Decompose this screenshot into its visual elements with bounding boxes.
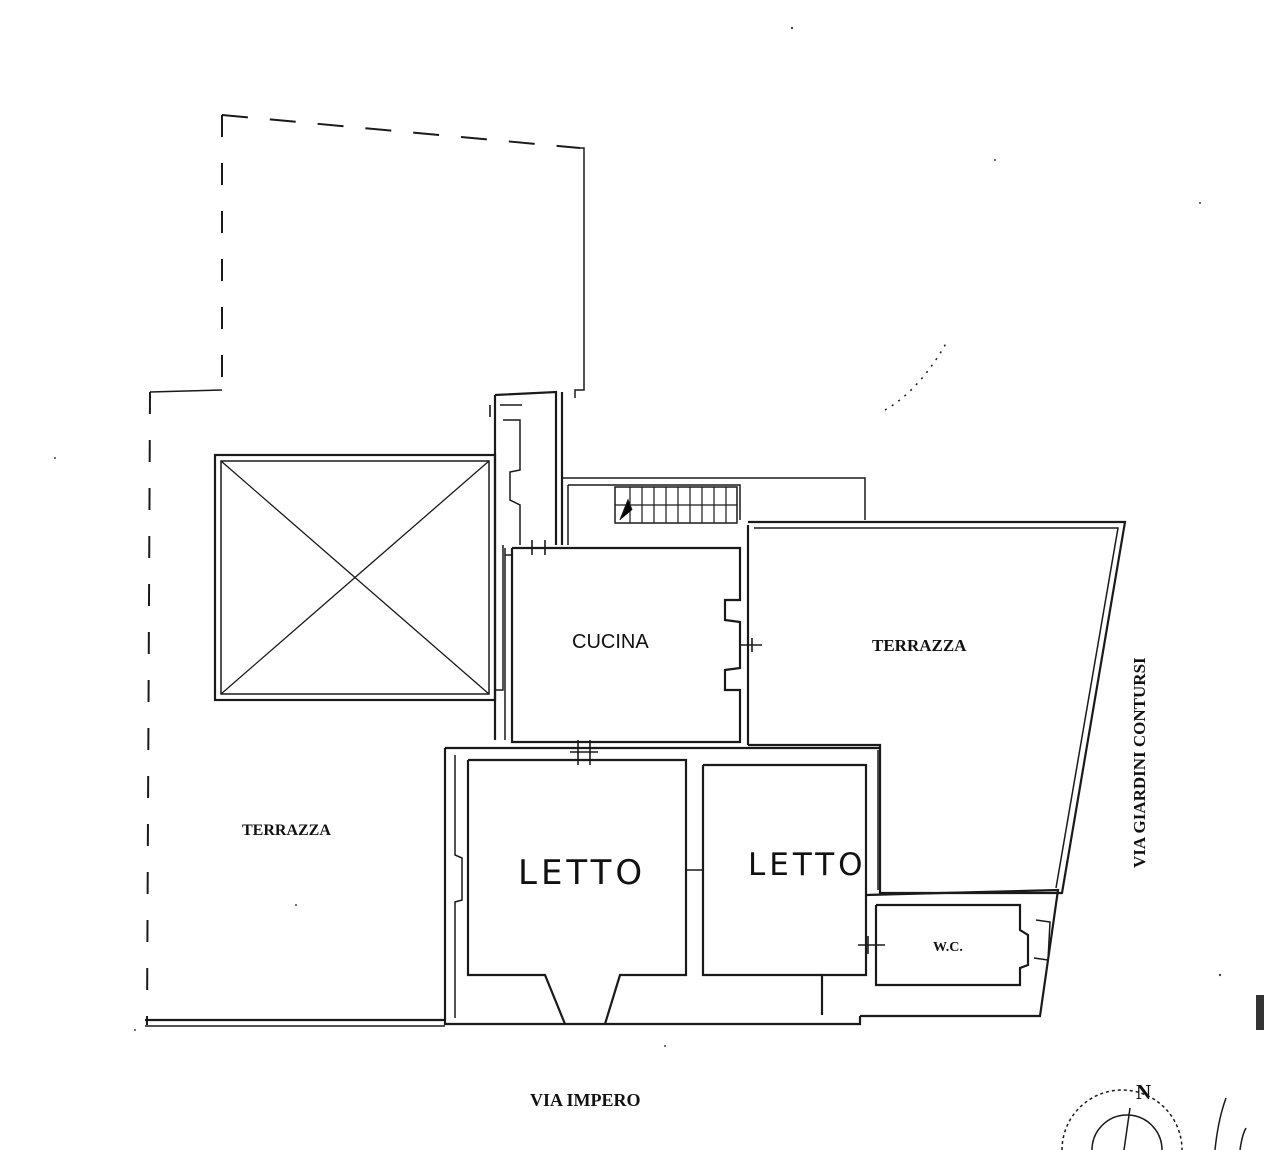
room-label-wc: W.C. bbox=[933, 940, 963, 955]
stair bbox=[614, 486, 738, 524]
street-label-via-giardini-contursi: VIA GIARDINI CONTURSI bbox=[1130, 657, 1149, 868]
room-label-terrazza-west: TERRAZZA bbox=[242, 822, 331, 839]
compass-north-label: N bbox=[1136, 1080, 1151, 1104]
room-label-letto-1: LETTO bbox=[518, 853, 646, 893]
room-label-letto-2: LETTO bbox=[748, 847, 867, 883]
bedrooms-block bbox=[443, 746, 880, 1026]
wc-room bbox=[860, 888, 1060, 1018]
door-markers bbox=[489, 404, 885, 954]
street-label-via-impero: VIA IMPERO bbox=[530, 1090, 641, 1110]
edge-mark bbox=[1256, 995, 1264, 1030]
scan-specks bbox=[54, 26, 1222, 1047]
compass-rose: N bbox=[1061, 1080, 1247, 1150]
lightwell bbox=[213, 453, 497, 702]
south-boundary-wall bbox=[145, 1018, 445, 1027]
room-label-terrazza-east: TERRAZZA bbox=[872, 636, 967, 655]
terrace-east-outline bbox=[748, 520, 1127, 895]
kitchen bbox=[504, 525, 750, 745]
corridor bbox=[493, 390, 866, 740]
dashed-boundary bbox=[146, 114, 585, 1026]
room-label-cucina: CUCINA bbox=[572, 631, 649, 653]
